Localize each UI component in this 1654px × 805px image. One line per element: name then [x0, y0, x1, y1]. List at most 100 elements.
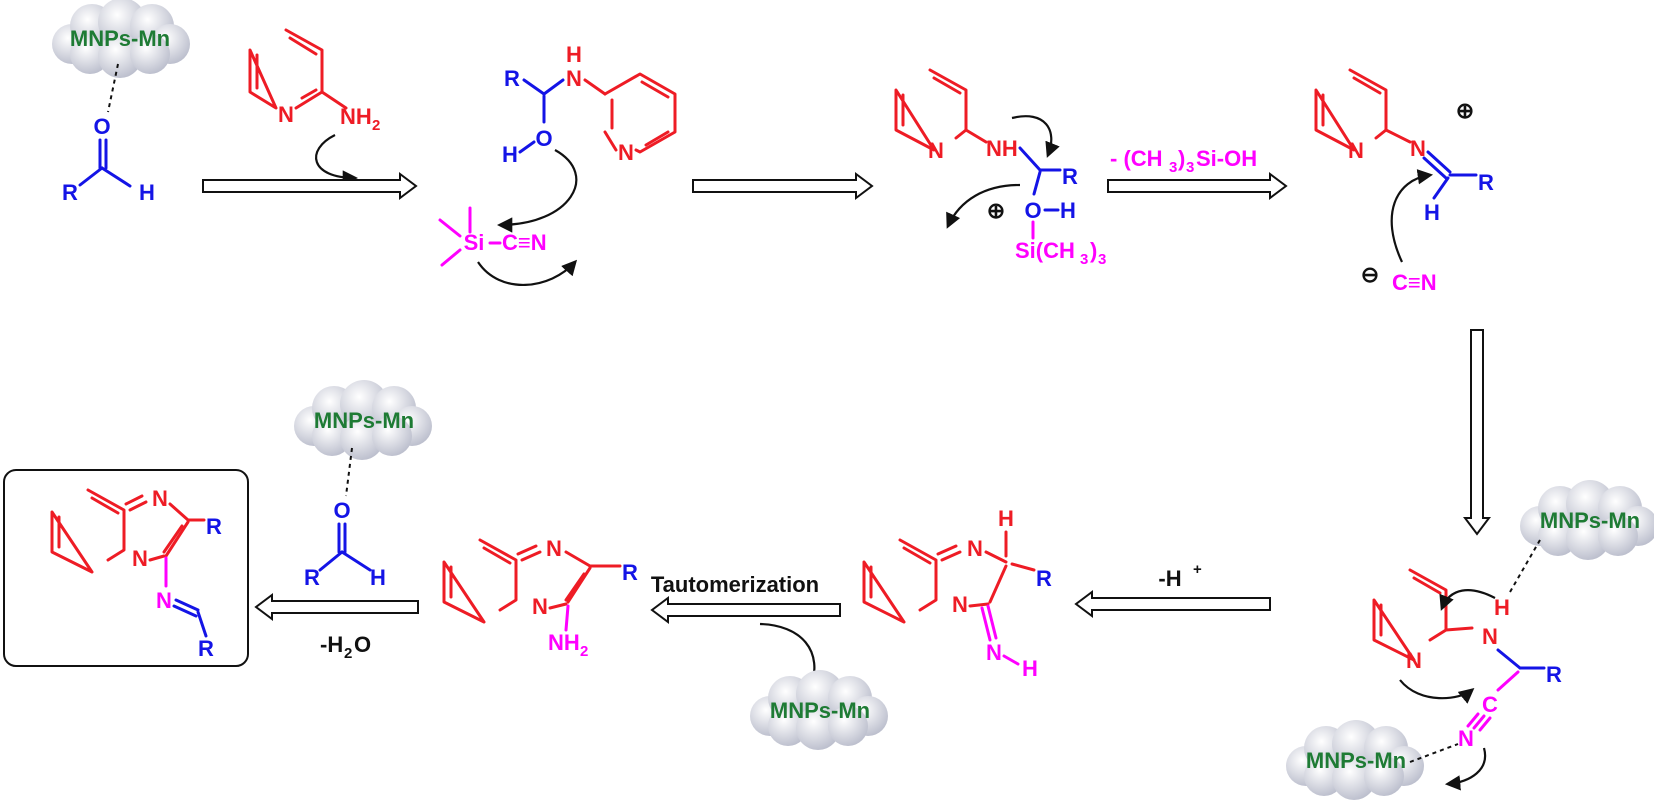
- svg-text:⊖: ⊖: [1361, 262, 1379, 287]
- svg-text:O: O: [93, 114, 110, 139]
- coordination-dash-2: [1509, 539, 1541, 593]
- svg-text:-H: -H: [320, 632, 343, 657]
- svg-text:N: N: [952, 592, 968, 617]
- svg-text:R: R: [1062, 164, 1078, 189]
- cyclization-arrow: [1399, 679, 1475, 704]
- svg-text:3: 3: [1080, 251, 1088, 268]
- svg-text:H: H: [1494, 595, 1510, 620]
- cyclic-imine: N H R N N H: [862, 506, 1052, 681]
- coordination-dash: [107, 63, 119, 113]
- aminopyridine: N NH 2: [248, 28, 380, 134]
- svg-text:R: R: [1036, 566, 1052, 591]
- svg-text:Si: Si: [464, 230, 485, 255]
- svg-text:H: H: [139, 180, 155, 205]
- svg-text:O: O: [333, 498, 350, 523]
- svg-text:O: O: [1024, 198, 1041, 223]
- attack-arrow-1: [315, 134, 359, 186]
- svg-text:N: N: [546, 536, 562, 561]
- final-product: N R N N R: [50, 486, 222, 661]
- svg-text:MNPs-Mn: MNPs-Mn: [314, 408, 414, 433]
- svg-text:-H: -H: [1158, 566, 1181, 591]
- svg-text:N: N: [618, 140, 634, 165]
- svg-text:N: N: [1348, 138, 1364, 163]
- svg-text:MNPs-Mn: MNPs-Mn: [1306, 748, 1406, 773]
- silyl-transfer-arrow: [477, 259, 578, 286]
- svg-text:N: N: [132, 546, 148, 571]
- amino-imidazopyridine: N R N NH 2: [442, 536, 638, 660]
- svg-text:C: C: [1482, 692, 1498, 717]
- attack-arrow-2: [496, 149, 578, 233]
- svg-text:Si(CH: Si(CH: [1015, 238, 1075, 263]
- svg-text:C≡N: C≡N: [502, 230, 547, 255]
- svg-text:NH: NH: [986, 136, 1018, 161]
- step-label-deprotonation: -H +: [1158, 561, 1202, 591]
- svg-text:N: N: [967, 536, 983, 561]
- step-label-dehydration: -H 2 O: [320, 632, 371, 662]
- push-arrow-2: [946, 183, 1021, 229]
- svg-text:C≡N: C≡N: [1392, 270, 1437, 295]
- svg-text:): ): [1178, 146, 1185, 171]
- svg-text:MNPs-Mn: MNPs-Mn: [1540, 508, 1640, 533]
- svg-text:H: H: [1424, 200, 1440, 225]
- tmscn: Si C≡N: [438, 206, 547, 267]
- step-arrow-5: [650, 596, 841, 624]
- svg-text:Si-OH: Si-OH: [1196, 146, 1257, 171]
- step-arrow-3: [1107, 172, 1288, 200]
- svg-text:N: N: [1458, 726, 1474, 751]
- iminium: N N ⊕ R H: [1314, 68, 1494, 225]
- svg-text:3: 3: [1186, 159, 1194, 176]
- svg-text:N: N: [1406, 648, 1422, 673]
- push-arrow-4: [1444, 747, 1487, 791]
- svg-text:H: H: [998, 506, 1014, 531]
- svg-text:⊕: ⊕: [1456, 98, 1474, 123]
- nitrilium-intermediate: N H N R C N: [1372, 568, 1562, 751]
- svg-text:N: N: [566, 66, 582, 91]
- svg-text:R: R: [198, 636, 214, 661]
- silyl-intermediate: N NH R O H ⊕ Si(CH 3 ) 3: [894, 68, 1106, 268]
- coordination-dash-3: [1409, 743, 1459, 763]
- catalyst-cloud-5: MNPs-Mn: [294, 380, 432, 460]
- svg-text:H: H: [1022, 656, 1038, 681]
- svg-text:2: 2: [344, 645, 352, 662]
- svg-text:N: N: [152, 486, 168, 511]
- svg-text:N: N: [156, 588, 172, 613]
- push-arrow-1: [1011, 115, 1060, 158]
- catalyst-cloud-2: MNPs-Mn: [1520, 480, 1654, 560]
- step-label-tautomerization: Tautomerization: [651, 572, 819, 597]
- step-arrow-6: [254, 593, 419, 621]
- aldehyde-1: O R H: [62, 114, 155, 205]
- svg-text:+: +: [1193, 561, 1202, 578]
- svg-text:N: N: [986, 640, 1002, 665]
- svg-text:): ): [1090, 238, 1097, 263]
- svg-text:N: N: [1482, 624, 1498, 649]
- svg-text:2: 2: [580, 643, 588, 660]
- svg-text:NH: NH: [548, 630, 580, 655]
- catalyst-cloud-3: MNPs-Mn: [1286, 720, 1424, 800]
- svg-text:N: N: [532, 594, 548, 619]
- svg-text:H: H: [502, 142, 518, 167]
- svg-text:3: 3: [1169, 159, 1177, 176]
- svg-text:O: O: [535, 126, 552, 151]
- step-arrow-down: [1463, 329, 1491, 536]
- svg-text:R: R: [622, 560, 638, 585]
- svg-text:2: 2: [372, 117, 380, 134]
- push-arrow-3: [1439, 589, 1496, 611]
- svg-text:N: N: [1410, 136, 1426, 161]
- svg-text:R: R: [1546, 662, 1562, 687]
- svg-text:N: N: [928, 138, 944, 163]
- svg-text:R: R: [504, 66, 520, 91]
- svg-text:3: 3: [1098, 251, 1106, 268]
- svg-text:R: R: [206, 514, 222, 539]
- svg-text:R: R: [1478, 170, 1494, 195]
- svg-text:H: H: [370, 565, 386, 590]
- aldehyde-2: O R H: [304, 498, 386, 590]
- step-arrow-2: [692, 172, 874, 200]
- svg-text:R: R: [304, 565, 320, 590]
- catalyst-cloud-1: MNPs-Mn: [52, 0, 190, 78]
- catalyst-label: MNPs-Mn: [70, 26, 170, 51]
- svg-text:NH: NH: [340, 104, 372, 129]
- catalyst-cloud-4: MNPs-Mn: [750, 670, 888, 750]
- svg-text:N: N: [278, 102, 294, 127]
